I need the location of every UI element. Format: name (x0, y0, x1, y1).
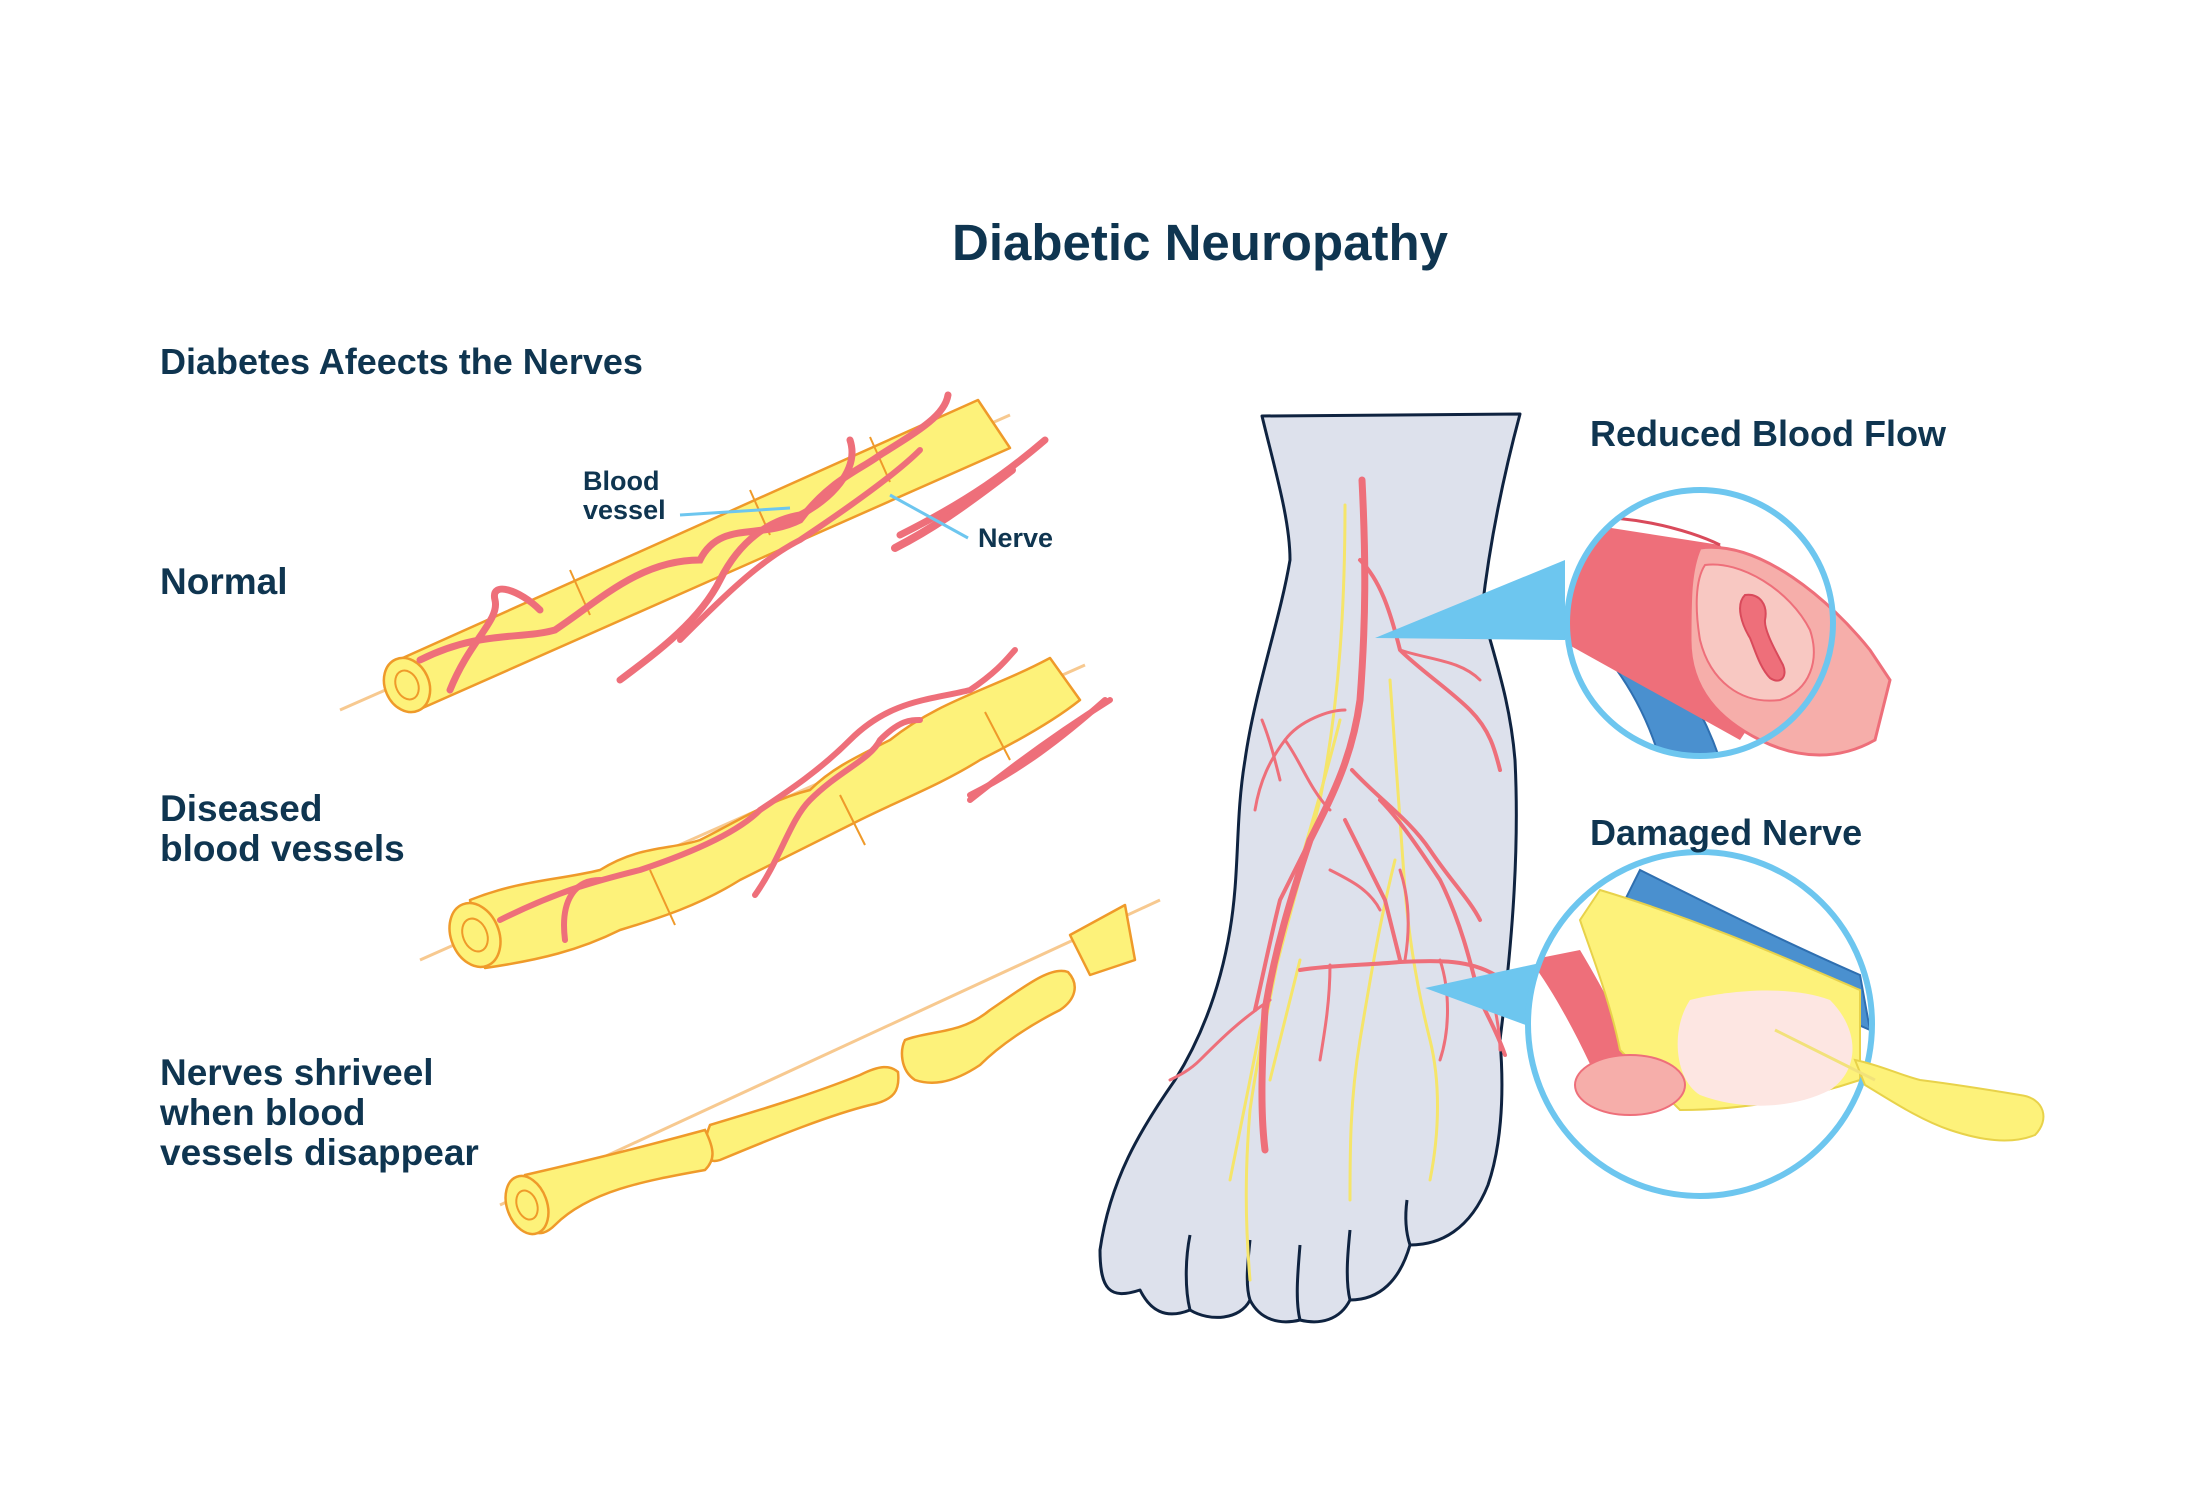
normal-nerve-illustration (339, 391, 1049, 714)
toe-divider (1404, 1199, 1412, 1246)
nerve-end-cap (504, 1174, 550, 1236)
nerve-fragment (1068, 903, 1137, 977)
damaged-nerve-cross-section (1677, 990, 1853, 1106)
stage-diseased-label-line1: Diseased (160, 788, 323, 829)
toe-divider (1184, 1234, 1192, 1311)
stage-shrivel-label-line3: vessels disappear (160, 1132, 479, 1173)
reduced-blood-flow-inset (1564, 487, 1892, 759)
nerve-fragment (522, 1128, 714, 1235)
nerve-fiber-line (1774, 1028, 1876, 1082)
shriveled-nerve-illustration (499, 898, 1161, 1236)
reduced-blood-flow-pointer (1375, 560, 1565, 640)
left-heading: Diabetes Afeects the Nerves (160, 341, 643, 382)
toe-divider (1295, 1244, 1302, 1321)
diagram-title: Diabetic Neuropathy (952, 214, 1449, 271)
foot-arteries (1168, 476, 1507, 1154)
inset-ring (1564, 487, 1836, 759)
blood-vessel-path (446, 585, 544, 694)
frayed-nerve-tail (1853, 1058, 2045, 1142)
reduced-blood-flow-label: Reduced Blood Flow (1590, 413, 1947, 454)
inset-ring (1525, 849, 1875, 1199)
nerve-end-cap (382, 656, 432, 714)
stage-shrivel-label-line2: when blood (159, 1092, 366, 1133)
nerve-end-cap (448, 901, 502, 969)
stage-normal-label: Normal (160, 561, 287, 602)
blood-vessel-pointer (679, 506, 791, 517)
nerve-fragment (900, 969, 1076, 1085)
nerve-pointer (889, 493, 969, 540)
blood-vessel-callout-line1: Blood (583, 466, 659, 496)
damaged-nerve-label: Damaged Nerve (1590, 812, 1862, 853)
diseased-nerve-illustration (419, 647, 1113, 970)
foot-illustration (1098, 412, 1522, 1324)
stage-shrivel-label-line1: Nerves shriveel (160, 1052, 434, 1093)
blood-vessel-callout-line2: vessel (583, 495, 666, 525)
nerve-callout: Nerve (978, 523, 1053, 553)
stage-diseased-label-line2: blood vessels (160, 828, 405, 869)
artery-end (1574, 1054, 1686, 1116)
damaged-nerve-inset (1525, 849, 2045, 1199)
narrowed-lumen (1739, 593, 1786, 682)
toe-divider (1345, 1229, 1352, 1301)
toe-divider (1245, 1239, 1252, 1301)
foot-outline (1098, 412, 1522, 1324)
nerve-body (468, 656, 1082, 970)
nerve-fragment (703, 1065, 900, 1163)
